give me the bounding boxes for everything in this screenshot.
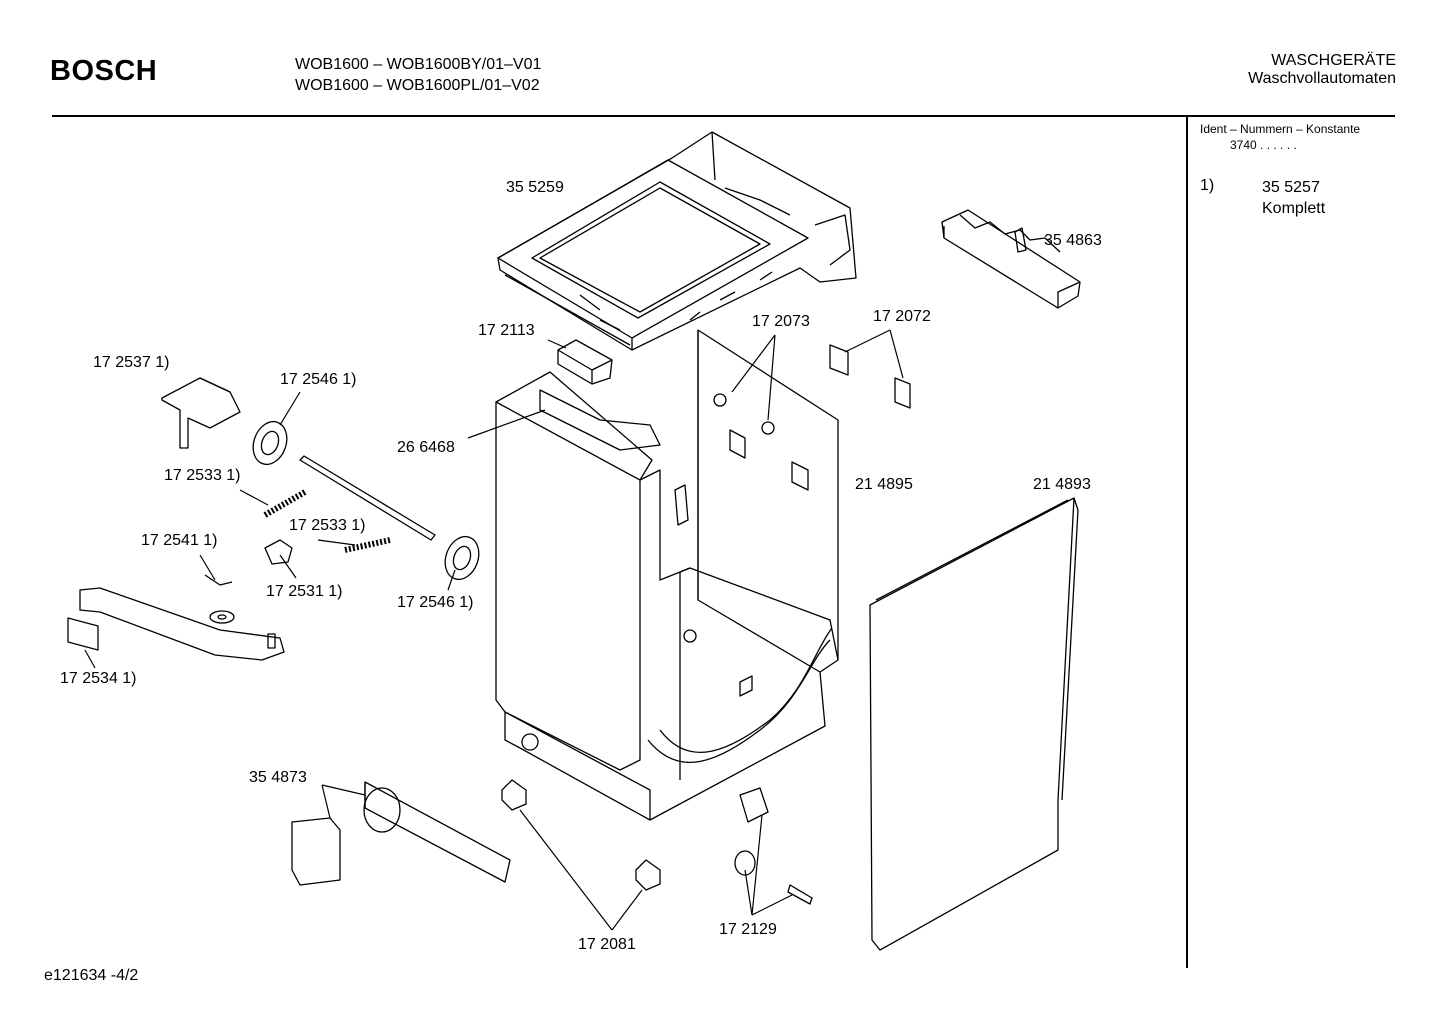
- part-label: 17 2531 1): [266, 583, 343, 600]
- part-label: 17 2546 1): [397, 594, 474, 611]
- part-label: 17 2072: [873, 308, 931, 325]
- model-line-1: WOB1600 – WOB1600BY/01–V01: [295, 56, 542, 73]
- part-label: 17 2073: [752, 313, 810, 330]
- part-label: 17 2537 1): [93, 354, 170, 371]
- footnote-key: 1): [1200, 177, 1215, 194]
- part-label: 17 2129: [719, 921, 777, 938]
- model-line-2: WOB1600 – WOB1600PL/01–V02: [295, 77, 540, 94]
- foot-parts: [501, 779, 813, 905]
- axle-part: [299, 455, 436, 541]
- part-label: 35 5259: [506, 179, 564, 196]
- pad-parts: [829, 344, 911, 409]
- part-label: 17 2546 1): [280, 371, 357, 388]
- small-fittings: [204, 539, 293, 624]
- hinge-bracket-part: [161, 377, 241, 449]
- lever-arm-part: [67, 587, 285, 661]
- control-panel-bracket-part: [941, 209, 1081, 309]
- part-label: 17 2533 1): [289, 517, 366, 534]
- part-label: 21 4895: [855, 476, 913, 493]
- category-subtitle: Waschvollautomaten: [1248, 70, 1396, 87]
- part-label: 17 2081: [578, 936, 636, 953]
- sidebar-divider: [1186, 116, 1188, 968]
- connector-part: [557, 339, 613, 385]
- part-label: 26 6468: [397, 439, 455, 456]
- brand-logo: BOSCH: [50, 55, 158, 87]
- part-label: 35 4863: [1044, 232, 1102, 249]
- ident-title: Ident – Nummern – Konstante: [1200, 122, 1361, 136]
- side-panel-part: [869, 497, 1079, 951]
- top-cover-part: [497, 131, 857, 351]
- part-label: 17 2534 1): [60, 670, 137, 687]
- part-label: 21 4893: [1033, 476, 1091, 493]
- part-label: 17 2113: [478, 322, 535, 339]
- footnote-text: Komplett: [1262, 200, 1326, 217]
- part-label: 17 2533 1): [164, 467, 241, 484]
- document-id: e121634 -4/2: [44, 967, 139, 984]
- footnote-part: 35 5257: [1262, 179, 1320, 196]
- part-label: 17 2541 1): [141, 532, 218, 549]
- ident-value: 3740 . . . . . .: [1230, 138, 1297, 152]
- category-title: WASCHGERÄTE: [1271, 52, 1396, 69]
- leader-lines: [84, 329, 904, 931]
- header-divider: [52, 115, 1395, 117]
- part-label: 35 4873: [249, 769, 307, 786]
- wheel-parts: [252, 420, 480, 581]
- cabinet-frame-part: [495, 329, 839, 821]
